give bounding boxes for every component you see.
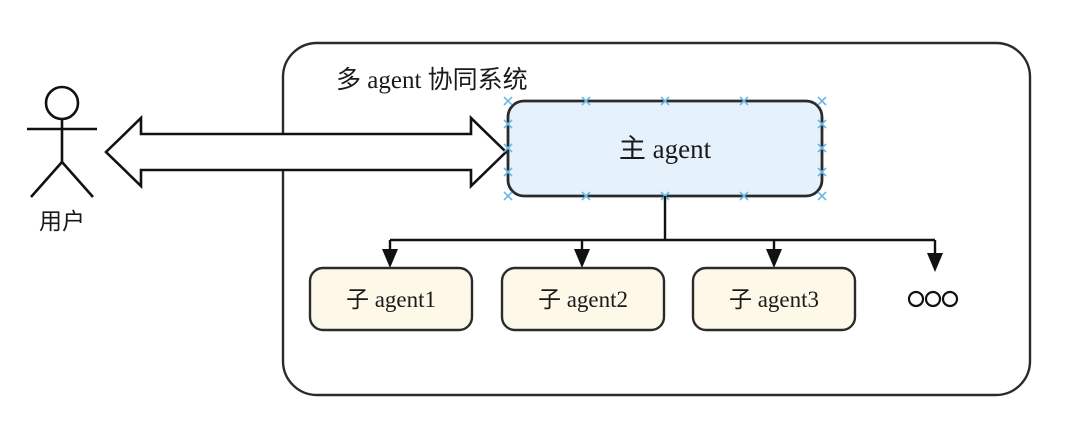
connector-arrowhead-1 xyxy=(382,249,398,268)
main-agent-label: 主 agent xyxy=(619,134,712,164)
ellipsis-circle-3 xyxy=(941,290,959,308)
multi-agent-system-boundary[interactable] xyxy=(281,41,1032,397)
ellipsis-circle-1 xyxy=(907,290,925,308)
system-title: 多 agent 协同系统 xyxy=(336,66,528,94)
child-agent-2-label: 子 agent2 xyxy=(538,287,628,312)
actor-right-leg-line xyxy=(61,161,94,198)
actor-left-leg-line xyxy=(30,161,63,198)
main-to-children-connectors xyxy=(382,196,943,272)
actor-head-icon xyxy=(44,85,80,121)
child-agent-3-box[interactable] xyxy=(691,266,857,332)
connector-arrowhead-3 xyxy=(766,249,782,268)
user-actor-figure[interactable] xyxy=(27,85,97,198)
child-agent-node-1[interactable]: 子 agent1 xyxy=(308,266,474,332)
connector-arrowhead-4 xyxy=(927,253,943,272)
child-agent-3-label: 子 agent3 xyxy=(729,287,819,312)
child-agent-node-2[interactable]: 子 agent2 xyxy=(500,266,666,332)
child-agent-1-label: 子 agent1 xyxy=(346,287,436,312)
user-actor-label: 用户 xyxy=(39,209,85,234)
child-agent-node-3[interactable]: 子 agent3 xyxy=(691,266,857,332)
user-main-agent-bidirectional-arrow[interactable] xyxy=(104,114,508,190)
more-agents-ellipsis-icon xyxy=(907,290,959,308)
main-agent-selection-handles[interactable] xyxy=(503,96,827,201)
connector-arrowhead-2 xyxy=(574,249,590,268)
child-agent-1-box[interactable] xyxy=(308,266,474,332)
child-agent-2-box[interactable] xyxy=(500,266,666,332)
ellipsis-circle-2 xyxy=(924,290,942,308)
